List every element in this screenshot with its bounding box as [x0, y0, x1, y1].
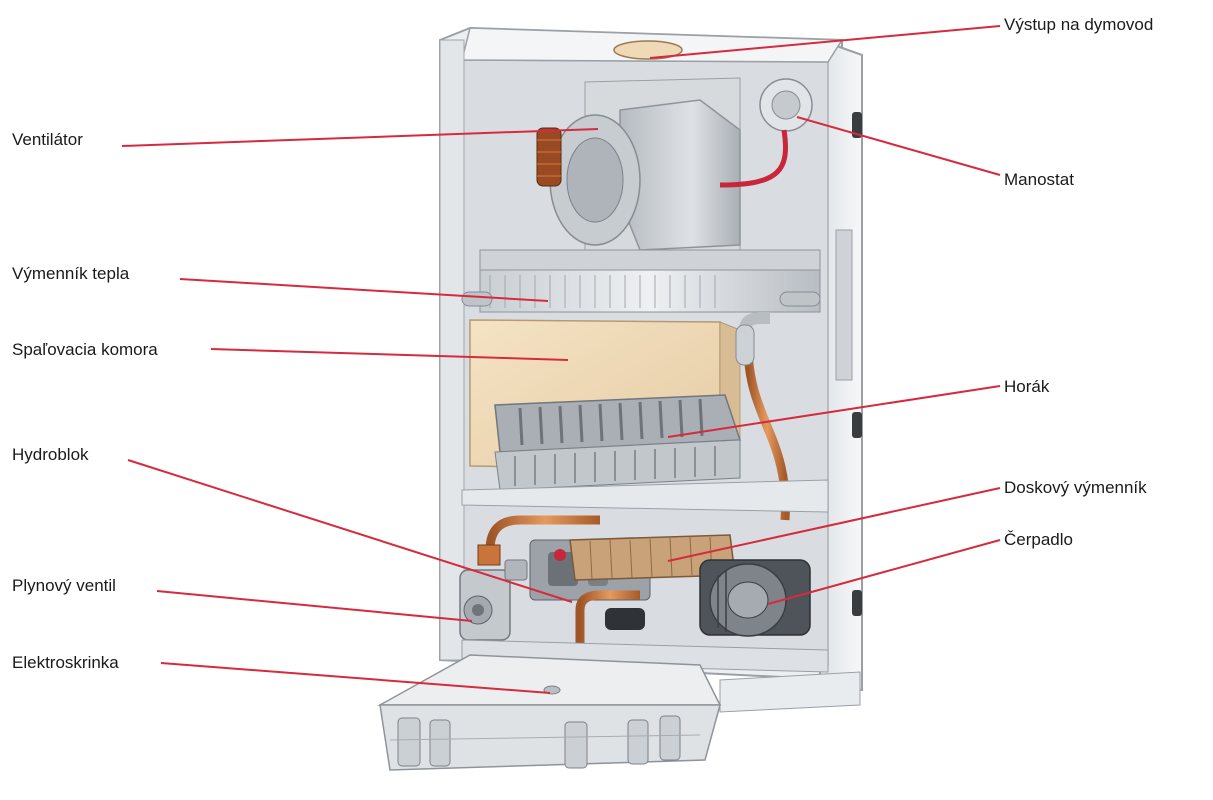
label-doskovy-vymennik: Doskový výmenník	[1004, 478, 1147, 497]
heat-exchanger	[461, 249, 821, 313]
leader-line-plynovy-ventil	[156, 590, 473, 622]
leader-line-doskovy-vymennik	[667, 487, 1001, 562]
label-manostat: Manostat	[1004, 170, 1074, 189]
label-spalovacia-komora: Spaľovacia komora	[12, 340, 158, 359]
label-vystup-na-dymovod: Výstup na dymovod	[1004, 15, 1154, 34]
label-plynovy-ventil: Plynový ventil	[12, 576, 116, 595]
leader-lines	[121, 25, 1001, 694]
label-hydroblok: Hydroblok	[12, 445, 89, 464]
label-elektroskrinka: Elektroskrinka	[12, 653, 119, 672]
leader-line-vystup	[649, 25, 1001, 59]
fan-assembly	[536, 77, 741, 251]
pump	[699, 559, 811, 637]
gas-valve	[459, 559, 528, 641]
leader-line-cerpadlo	[767, 539, 1001, 605]
label-cerpadlo: Čerpadlo	[1004, 530, 1073, 549]
electrical-box	[377, 654, 722, 771]
label-vymennik-tepla: Výmenník tepla	[12, 264, 130, 283]
leader-line-manostat	[796, 116, 1001, 176]
leader-line-hydroblok	[127, 459, 573, 603]
label-horak: Horák	[1004, 377, 1050, 396]
leader-line-vymennik-tepla	[179, 278, 549, 302]
burner	[461, 394, 829, 513]
leader-line-elektroskrinka	[160, 662, 551, 694]
leader-line-spalovacia-komora	[210, 348, 569, 361]
leader-line-horak	[667, 385, 1001, 438]
leader-line-ventilator	[121, 128, 599, 147]
label-ventilator: Ventilátor	[12, 130, 83, 149]
